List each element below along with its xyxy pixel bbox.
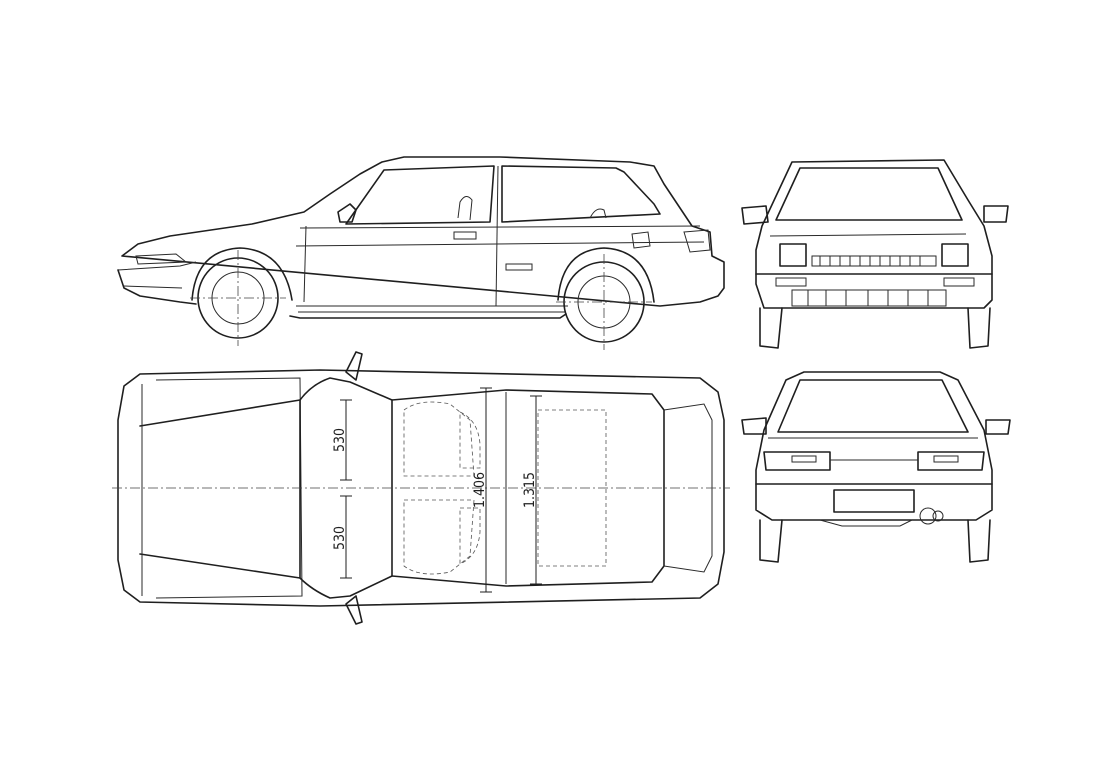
rear-view (741, 371, 1011, 563)
dim-front-seat-left: 530 (332, 428, 348, 452)
dim-rear-interior-width: 1.315 (522, 472, 538, 508)
top-view (112, 351, 730, 625)
side-view (117, 156, 725, 350)
dim-front-interior-width: 1.406 (472, 472, 488, 508)
dim-front-seat-right: 530 (332, 526, 348, 550)
front-view (741, 159, 1009, 349)
dimension-labels: 530 530 1.406 1.315 (332, 428, 538, 550)
